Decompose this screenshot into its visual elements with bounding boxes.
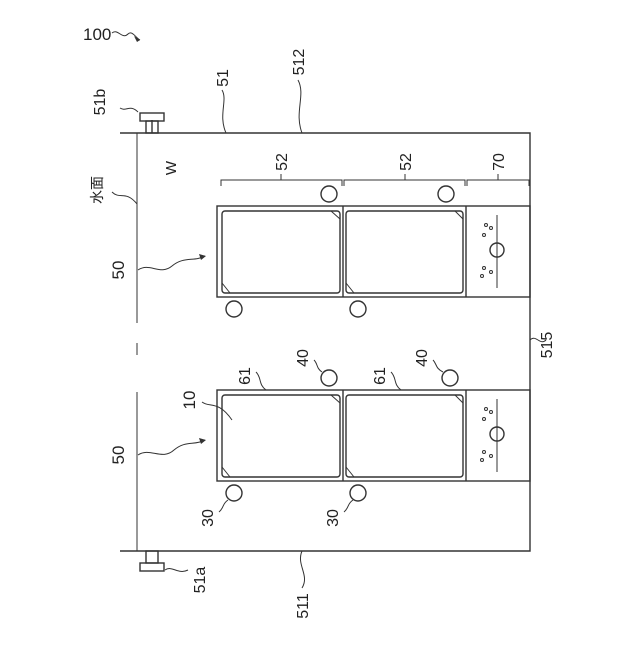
leader-water-surface (112, 192, 137, 204)
cell-lower-1 (222, 395, 340, 477)
label-water-surface: 水面 (89, 176, 105, 204)
label-61a: 61 (237, 367, 254, 385)
ref-100: 100 (83, 25, 111, 44)
label-515: 515 (539, 332, 556, 359)
leader-512 (298, 80, 302, 133)
label-40b: 40 (414, 349, 431, 367)
terminal-lower-d (350, 485, 366, 501)
terminal-lower-b (442, 370, 458, 386)
unit-upper-frame (217, 206, 530, 297)
brace-52b (344, 180, 465, 186)
label-51b: 51b (92, 89, 109, 116)
terminal-upper-d (350, 301, 366, 317)
label-51: 51 (215, 69, 232, 87)
unit-upper (217, 186, 530, 317)
leader-40b (433, 360, 443, 372)
label-50-upper: 50 (109, 261, 128, 280)
label-30a: 30 (200, 509, 217, 527)
label-30b: 30 (325, 509, 342, 527)
terminal-lower-c (226, 485, 242, 501)
label-10: 10 (180, 391, 199, 410)
control-box-lower (481, 399, 505, 472)
label-511: 511 (295, 593, 312, 619)
unit-lower-frame (217, 390, 530, 481)
fitting-top (140, 113, 164, 133)
leader-51 (222, 90, 226, 133)
label-70: 70 (491, 153, 508, 171)
label-512: 512 (291, 49, 308, 76)
label-50-lower: 50 (109, 446, 128, 465)
control-box-upper (481, 215, 505, 288)
leader-61b (391, 372, 401, 390)
terminal-lower-a (321, 370, 337, 386)
terminal-upper-b (438, 186, 454, 202)
brace-70 (467, 180, 529, 186)
cell-upper-2 (346, 211, 463, 293)
label-52a: 52 (274, 153, 291, 171)
label-water: W (163, 160, 180, 175)
leader-40a (314, 360, 322, 372)
tank-outline (120, 133, 530, 551)
label-61b: 61 (372, 367, 389, 385)
leader-30b (344, 500, 353, 512)
leader-511 (300, 551, 304, 588)
fitting-bottom (140, 551, 164, 571)
leader-51a (165, 569, 188, 572)
terminal-upper-c (226, 301, 242, 317)
leader-61a (256, 372, 266, 390)
unit-lower (217, 370, 530, 501)
cell-upper-1 (222, 211, 340, 293)
leader-51b (120, 108, 138, 112)
label-52b: 52 (398, 153, 415, 171)
cell-lower-2 (346, 395, 463, 477)
brace-52a (221, 180, 342, 186)
label-40a: 40 (295, 349, 312, 367)
terminal-upper-a (321, 186, 337, 202)
leader-50-lower (138, 440, 205, 455)
leader-50-upper (138, 256, 205, 270)
leader-30a (219, 500, 228, 512)
label-51a: 51a (192, 567, 209, 594)
